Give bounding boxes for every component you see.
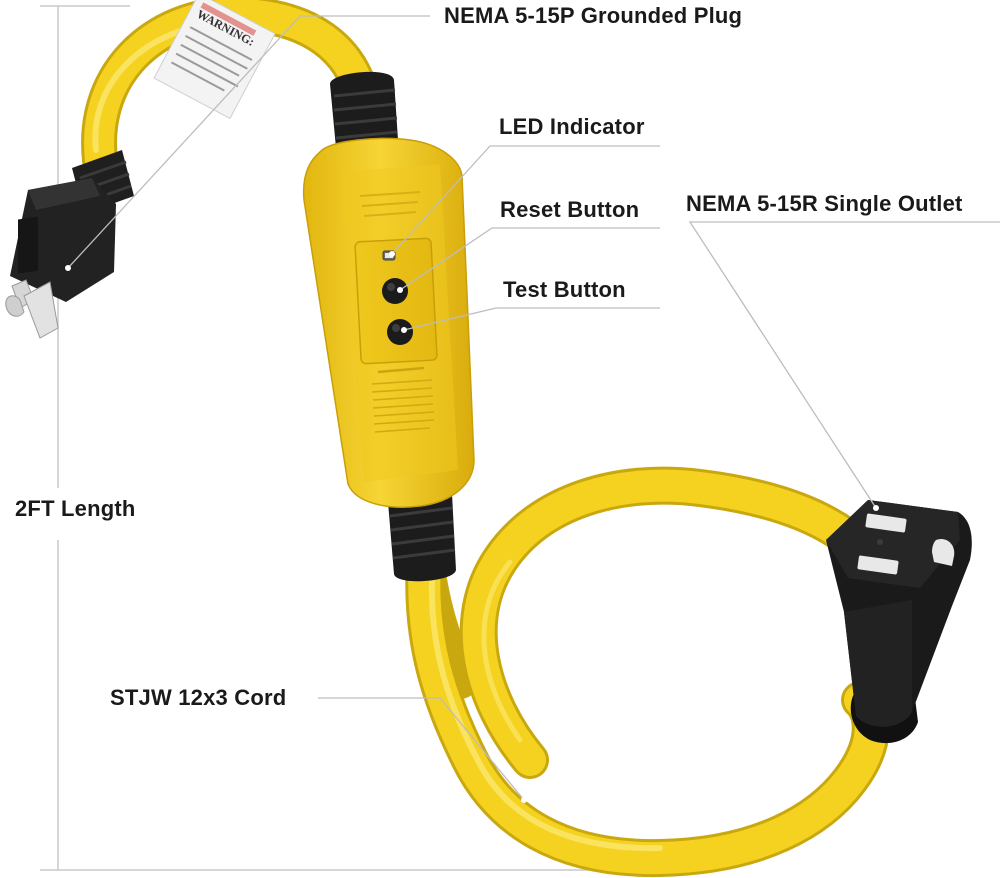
- outlet-ground-hole: [932, 538, 955, 566]
- upper-boot: [330, 71, 398, 148]
- reset-button[interactable]: [382, 278, 408, 304]
- leader-test: [403, 307, 660, 331]
- label-test: Test Button: [503, 277, 626, 302]
- single-outlet: [826, 500, 972, 744]
- label-plug: NEMA 5-15P Grounded Plug: [444, 3, 743, 28]
- outlet-slot-left: [865, 513, 907, 533]
- leader-dots: [65, 251, 879, 803]
- outlet-slot-right: [857, 555, 899, 575]
- grounded-plug: [5, 150, 134, 339]
- leader-outlet: [688, 221, 1000, 509]
- label-length: 2FT Length: [15, 496, 136, 521]
- housing-warning-text: [371, 366, 435, 433]
- leader-plug: [67, 15, 430, 269]
- label-outlet: NEMA 5-15R Single Outlet: [686, 191, 963, 216]
- label-reset: Reset Button: [500, 197, 640, 222]
- leader-reset: [399, 227, 660, 291]
- leader-led: [391, 145, 660, 255]
- test-button[interactable]: [387, 319, 413, 345]
- label-led: LED Indicator: [499, 114, 645, 139]
- warning-tag: WARNING:: [153, 0, 276, 120]
- lower-cord: [405, 466, 890, 878]
- gfci-housing: [302, 137, 475, 508]
- lower-boot: [388, 494, 456, 582]
- label-cord: STJW 12x3 Cord: [110, 685, 287, 710]
- leader-cord: [318, 697, 525, 801]
- leader-lines: [67, 15, 1000, 801]
